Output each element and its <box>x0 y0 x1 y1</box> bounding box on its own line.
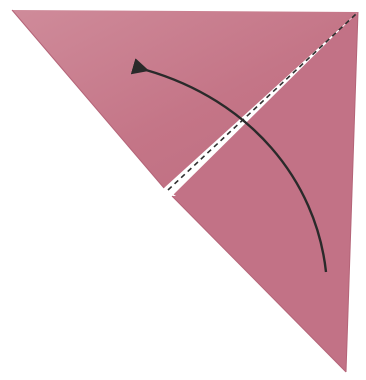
fold-diagram-svg <box>0 0 366 380</box>
origami-step-diagram <box>0 0 366 380</box>
